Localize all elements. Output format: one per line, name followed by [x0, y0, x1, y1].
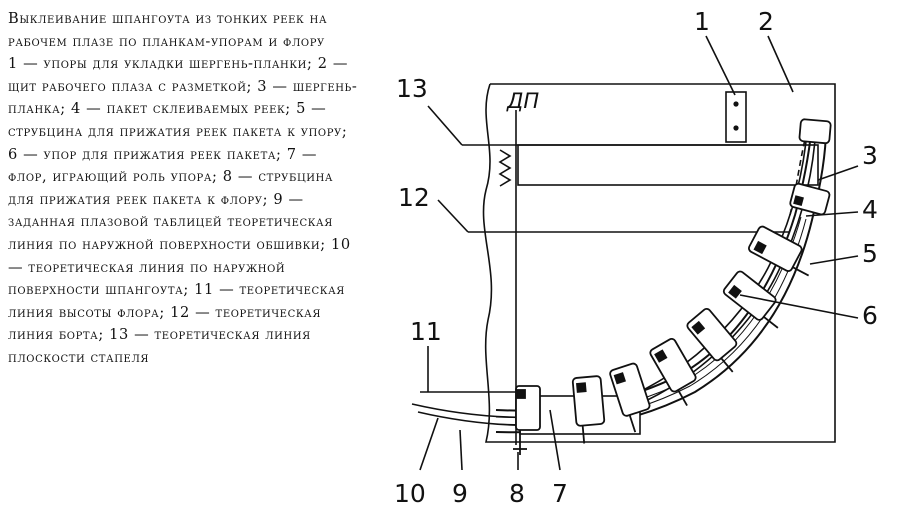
callout-1: 1 [694, 7, 710, 36]
callout-12: 12 [398, 183, 430, 212]
callout-6: 6 [862, 301, 878, 330]
callout-10: 10 [394, 479, 426, 508]
plaza-board [482, 83, 836, 443]
caption-title: Выклеивание шпангоута из тонких реек на … [8, 10, 328, 50]
callout-8: 8 [509, 479, 525, 508]
callout-4: 4 [862, 195, 878, 224]
callout-13: 13 [396, 74, 428, 103]
callout-5: 5 [862, 239, 878, 268]
figure-caption: Выклеивание шпангоута из тонких реек на … [8, 8, 360, 370]
callout-11: 11 [410, 317, 442, 346]
batten-strip [498, 144, 819, 187]
clamps [513, 118, 832, 455]
callout-9: 9 [452, 479, 468, 508]
laminate-pack-outer [495, 124, 813, 412]
caption-legend: 1 — упоры для укладки шергень-планки; 2 … [8, 55, 358, 366]
callout-3: 3 [862, 141, 878, 170]
callout-numbers: 1 2 3 4 5 6 7 8 9 10 11 12 13 [394, 7, 878, 508]
stop-plate [725, 91, 747, 143]
callout-2: 2 [758, 7, 774, 36]
leader-lines [419, 35, 859, 471]
callout-7: 7 [552, 479, 568, 508]
dp-label: ДП [506, 89, 539, 113]
